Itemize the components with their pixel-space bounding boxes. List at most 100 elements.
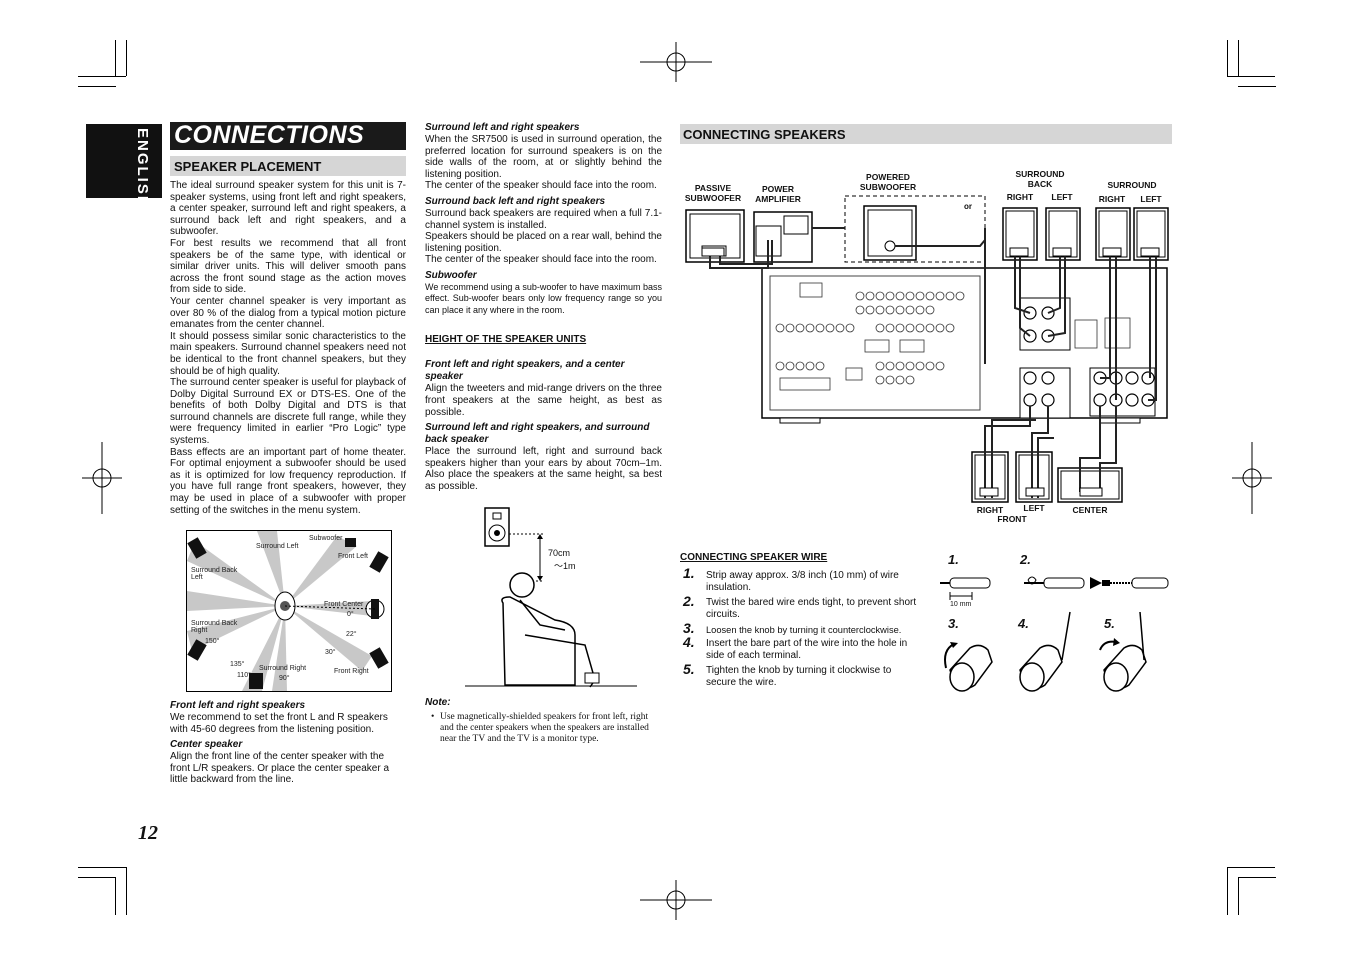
label-subwoofer: Subwoofer xyxy=(309,535,343,542)
illus-step-3: 3. xyxy=(948,616,959,631)
page-title: CONNECTIONS xyxy=(174,121,365,149)
step-number: 2. xyxy=(683,593,695,609)
label-110-deg: 110° xyxy=(237,672,251,679)
registration-mark-right xyxy=(1232,442,1272,514)
label-power-amplifier: POWER AMPLIFIER xyxy=(755,184,801,204)
page-number: 12 xyxy=(138,822,158,844)
note-block: Note: • Use magnetically-shielded speake… xyxy=(425,697,662,745)
step-number: 3. xyxy=(683,620,695,636)
label-surround-back-left: Surround Back Left xyxy=(191,567,238,581)
label-front: FRONT xyxy=(997,514,1027,524)
illus-step-1: 1. xyxy=(948,552,959,567)
registration-mark-bottom xyxy=(640,880,712,920)
height-surround-text: Place the surround left, right and surro… xyxy=(425,446,662,492)
note-item: • Use magnetically-shielded speakers for… xyxy=(431,712,662,745)
subwoofer-text: We recommend using a sub-woofer to have … xyxy=(425,281,662,315)
paragraph: The surround center speaker is useful fo… xyxy=(170,377,406,447)
speaker-placement-text: The ideal surround speaker system for th… xyxy=(170,180,406,516)
label-22-deg: 22° xyxy=(346,631,357,638)
step-number: 4. xyxy=(683,634,695,650)
label-center: CENTER xyxy=(1072,505,1108,515)
step-number: 5. xyxy=(683,661,695,677)
surround-back-heading: Surround back left and right speakers xyxy=(425,195,606,207)
label-surround-left: LEFT xyxy=(1140,194,1162,204)
label-surround: SURROUND xyxy=(1107,180,1157,190)
front-center-notes: Front left and right speakers We recomme… xyxy=(170,700,406,786)
height-illustration xyxy=(465,507,637,688)
paragraph: It should possess similar sonic characte… xyxy=(170,330,406,377)
label-135-deg: 135° xyxy=(230,661,245,668)
registration-mark-left xyxy=(82,442,122,514)
step-text: Strip away approx. 3/8 inch (10 mm) of w… xyxy=(706,570,899,593)
registration-mark-top xyxy=(640,42,712,82)
label-front-right: RIGHT xyxy=(976,505,1004,515)
illus-10mm-label: 10 mm xyxy=(950,601,972,608)
connecting-speakers-heading: CONNECTING SPEAKERS xyxy=(683,127,846,142)
surround-lr-heading: Surround left and right speakers xyxy=(425,122,580,133)
height-front-text: Align the tweeters and mid-range drivers… xyxy=(425,383,662,418)
label-surround-right: RIGHT xyxy=(1098,194,1126,204)
height-front-heading: Front left and right speakers, and a cen… xyxy=(425,359,625,383)
speaker-placement-heading-bar: SPEAKER PLACEMENT xyxy=(170,156,406,176)
height-heading: HEIGHT OF THE SPEAKER UNITS xyxy=(425,334,587,346)
label-30-deg: 30° xyxy=(325,649,336,656)
note-text: Use magnetically-shielded speakers for f… xyxy=(440,712,649,744)
step-text: Loosen the knob by turning it counterclo… xyxy=(706,625,902,635)
center-text: Align the front line of the center speak… xyxy=(170,751,389,786)
speaker-placement-diagram: Surround Left Subwoofer Front Left Surro… xyxy=(186,530,392,692)
surround-lr-text: When the SR7500 is used in surround oper… xyxy=(425,134,662,180)
listening-angles-figure xyxy=(187,531,389,691)
label-surround-back: SURROUND BACK xyxy=(1015,169,1065,189)
paragraph: For best results we recommend that all f… xyxy=(170,237,406,296)
label-surround-left: Surround Left xyxy=(256,543,299,550)
front-lr-heading: Front left and right speakers xyxy=(170,700,306,711)
label-front-right: Front Right xyxy=(334,668,369,675)
illus-step-4: 4. xyxy=(1018,616,1029,631)
label-front-left: Front Left xyxy=(338,553,368,560)
label-90-deg: 90° xyxy=(279,675,290,682)
label-passive-subwoofer: PASSIVE SUBWOOFER xyxy=(684,183,742,203)
surround-back-text2: Speakers should be placed on a rear wall… xyxy=(425,231,662,254)
surround-back-text: Surround back speakers are required when… xyxy=(425,207,662,231)
speaker-wiring-diagram: PASSIVE SUBWOOFER POWER AMPLIFIER POWERE… xyxy=(680,168,1172,528)
illus-step-5: 5. xyxy=(1104,616,1115,631)
step-number: 1. xyxy=(683,565,695,581)
language-label: ENGLISH xyxy=(134,128,151,209)
paragraph: Your center channel speaker is very impo… xyxy=(170,295,406,331)
note-heading: Note: xyxy=(425,697,451,708)
wiring-figure xyxy=(685,195,1169,503)
illus-step-2: 2. xyxy=(1020,552,1031,567)
surround-back-text3: The center of the speaker should face in… xyxy=(425,254,657,266)
step-text: Insert the bare part of the wire into th… xyxy=(706,638,908,661)
label-front-left: LEFT xyxy=(1023,503,1045,513)
label-surround-back-left: LEFT xyxy=(1051,192,1073,202)
paragraph: The ideal surround speaker system for th… xyxy=(170,180,406,238)
wire-steps-figure xyxy=(940,576,1169,692)
wire-heading: CONNECTING SPEAKER WIRE xyxy=(680,552,828,563)
height-label-1m: ～1m xyxy=(554,561,576,571)
paragraph: Bass effects are an important part of ho… xyxy=(170,446,406,516)
label-or: or xyxy=(964,202,972,211)
label-front-center: Front Center xyxy=(324,601,364,608)
connecting-speakers-heading-bar: CONNECTING SPEAKERS xyxy=(680,124,1172,144)
language-tab: ENGLISH xyxy=(86,124,162,209)
label-surround-right: Surround Right xyxy=(259,665,307,672)
step-text: Twist the bared wire ends tight, to prev… xyxy=(706,597,917,620)
height-label-70cm: 70cm xyxy=(548,548,571,558)
label-surround-back-right: RIGHT xyxy=(1006,192,1034,202)
bullet: • xyxy=(431,712,435,722)
page-title-bar: CONNECTIONS xyxy=(170,121,406,150)
wire-illustrations: 1. 2. 10 mm 3. 4. 5. xyxy=(940,550,1172,710)
height-surround-heading: Surround left and right speakers, and su… xyxy=(425,422,650,446)
label-surround-back-right: Surround Back Right xyxy=(191,620,238,634)
label-150-deg: 150° xyxy=(205,638,220,645)
surround-lr-text2: The center of the speaker should face in… xyxy=(425,180,657,192)
subwoofer-heading: Subwoofer xyxy=(425,269,477,281)
speaker-placement-heading: SPEAKER PLACEMENT xyxy=(174,159,322,174)
label-0-deg: 0° xyxy=(347,611,354,618)
middle-column: Surround left and right speakers When th… xyxy=(425,122,662,493)
step-text: Tighten the knob by turning it clockwise… xyxy=(706,665,892,688)
label-powered-subwoofer: POWERED SUBWOOFER xyxy=(859,172,917,192)
front-lr-text: We recommend to set the front L and R sp… xyxy=(170,712,388,735)
center-heading: Center speaker xyxy=(170,739,243,751)
